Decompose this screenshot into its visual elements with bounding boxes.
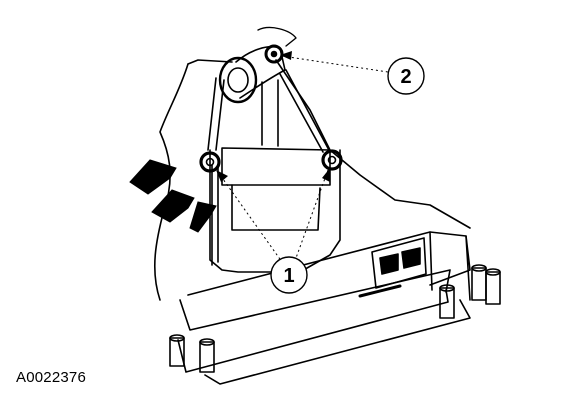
retaining-nut-right-center [327, 155, 337, 165]
module-base-bottom [204, 299, 471, 385]
connector-housing [371, 237, 427, 289]
mounting-stud-front-left [169, 334, 185, 367]
mounting-stud-front [199, 338, 215, 373]
callout-2-label: 2 [400, 66, 411, 88]
mounting-stud-right-rear [485, 268, 501, 305]
module-base-front [179, 269, 451, 331]
connector-pins [379, 247, 421, 275]
direction-arrow-bottom [189, 201, 217, 233]
direction-arrow-middle [151, 189, 195, 223]
retaining-nut-left [199, 151, 221, 173]
mounting-stud-right [471, 264, 487, 301]
panel-right-edge [275, 59, 471, 229]
leader-line-1-right [295, 169, 329, 259]
module-ridge [358, 284, 402, 298]
leader-line-2 [281, 55, 389, 73]
callout-1-label: 1 [283, 265, 294, 287]
motor-housing [209, 149, 341, 273]
retaining-nut-right [321, 149, 343, 171]
pivot-nut [264, 44, 284, 64]
pivot-shaft [261, 79, 279, 147]
direction-arrow-top [129, 159, 177, 195]
retaining-nut-left-center [205, 157, 215, 167]
housing-top-plate [221, 147, 331, 186]
crank-bushing-inner [227, 67, 249, 93]
module-base-top [187, 231, 471, 296]
module-base-lower [177, 289, 449, 373]
crank-bushing [218, 56, 258, 104]
leader-arrowhead-1-right [322, 168, 330, 182]
housing-bracket-left [211, 164, 219, 266]
pivot-nut-center [270, 50, 278, 58]
crank-cap [257, 26, 297, 47]
leader-arrowhead-2 [280, 51, 292, 60]
linkage-arm-right [279, 69, 331, 153]
leader-arrowhead-1-left [216, 170, 228, 182]
housing-inner-block [231, 184, 321, 231]
callout-1: 1 [270, 256, 308, 294]
callout-2: 2 [387, 57, 425, 95]
mounting-stud-mid [439, 284, 455, 319]
module-base-side [429, 231, 471, 301]
figure-code: A0022376 [16, 369, 87, 386]
leader-line-1-left [217, 171, 283, 263]
